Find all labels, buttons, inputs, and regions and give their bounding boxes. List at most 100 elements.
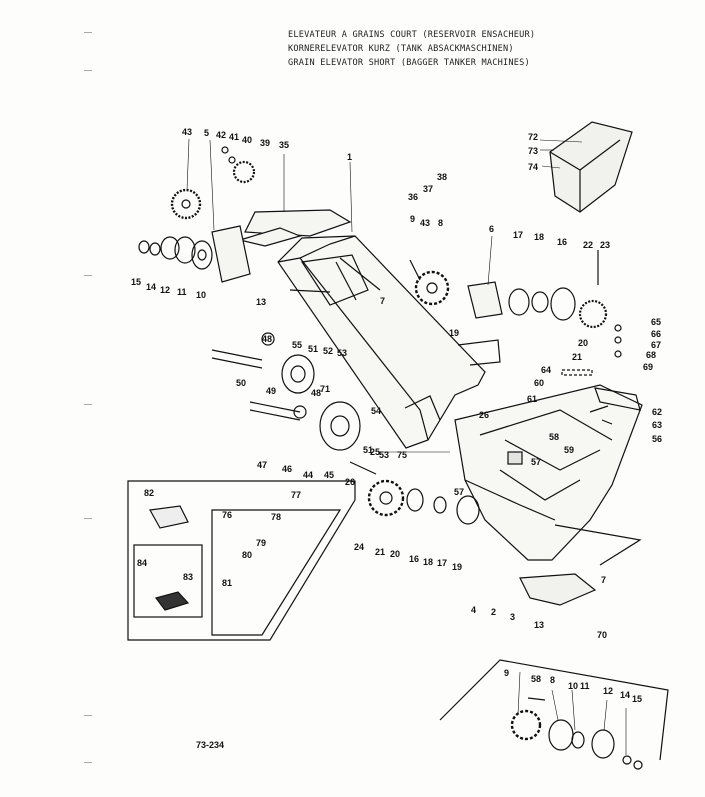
callout: 45: [324, 470, 334, 480]
callout: 66: [651, 329, 661, 339]
hood-cover: [549, 121, 633, 213]
callout: 43: [182, 127, 192, 137]
callout: 6: [489, 224, 494, 234]
drive-sprocket-upper: [409, 259, 450, 306]
margin-mark: [84, 275, 92, 276]
callout: 83: [183, 572, 193, 582]
title-english: GRAIN ELEVATOR SHORT (BAGGER TANKER MACH…: [288, 58, 530, 68]
callout: 63: [652, 420, 662, 430]
callout: 11: [580, 681, 590, 691]
callout: 39: [260, 138, 270, 148]
callout: 1: [347, 152, 352, 162]
callout: 68: [646, 350, 656, 360]
callout: 43: [420, 218, 430, 228]
callout: 13: [534, 620, 544, 630]
callout: 75: [397, 450, 407, 460]
sprocket-39: [221, 146, 256, 184]
callout: 82: [144, 488, 154, 498]
callout: 14: [620, 690, 630, 700]
callout: 65: [651, 317, 661, 327]
callout: 36: [408, 192, 418, 202]
margin-mark: [84, 32, 92, 33]
callout: 54: [371, 406, 381, 416]
callout: 50: [236, 378, 246, 388]
hub-assembly-left: [138, 236, 213, 270]
callout: 10: [196, 290, 206, 300]
inset-box-left: [127, 480, 356, 641]
callout: 23: [600, 240, 610, 250]
callout: 13: [256, 297, 266, 307]
callout: 20: [390, 549, 400, 559]
callout: 21: [375, 547, 385, 557]
callout: 58: [549, 432, 559, 442]
callout: 57: [454, 487, 464, 497]
callout: 16: [557, 237, 567, 247]
elevator-housing: [277, 235, 501, 449]
margin-mark: [84, 404, 92, 405]
callout: 56: [652, 434, 662, 444]
bottom-lid: [519, 524, 642, 606]
pulley-48: [319, 401, 361, 451]
callout: 62: [652, 407, 662, 417]
margin-mark: [84, 518, 92, 519]
callout: 15: [632, 694, 642, 704]
callout: 46: [282, 464, 292, 474]
callout: 19: [449, 328, 459, 338]
shafts-left: [211, 332, 307, 421]
callout: 47: [257, 460, 267, 470]
callout: 51: [363, 445, 373, 455]
callout: 84: [137, 558, 147, 568]
callout: 16: [409, 554, 419, 564]
callout: 26: [479, 410, 489, 420]
callout: 78: [271, 512, 281, 522]
callout: 25: [370, 447, 380, 457]
callout: 14: [146, 282, 156, 292]
inset-assembly-lower-right: [439, 659, 669, 770]
callout: 7: [601, 575, 606, 585]
callout: 35: [279, 140, 289, 150]
callout: 59: [564, 445, 574, 455]
callout: 74: [528, 162, 538, 172]
sprocket-43: [170, 188, 202, 220]
title-german: KORNERELEVATOR KURZ (TANK ABSACKMASCHINE…: [288, 44, 514, 54]
callout: 79: [256, 538, 266, 548]
callout: 9: [504, 668, 509, 678]
callout: 52: [323, 346, 333, 356]
callout: 10: [568, 681, 578, 691]
callout: 3: [510, 612, 515, 622]
callout: 71: [320, 384, 330, 394]
callout: 8: [550, 675, 555, 685]
leader-lines: [186, 138, 627, 755]
callout: 70: [597, 630, 607, 640]
callout: 2: [491, 607, 496, 617]
callout: 61: [527, 394, 537, 404]
callout: 19: [452, 562, 462, 572]
callout: 76: [222, 510, 232, 520]
top-bracket: [211, 209, 352, 283]
callout: 4: [471, 605, 476, 615]
callout: 53: [337, 348, 347, 358]
callout: 20: [578, 338, 588, 348]
margin-mark: [84, 70, 92, 71]
callout: 38: [437, 172, 447, 182]
callout: 42: [216, 130, 226, 140]
callout: 40: [242, 135, 252, 145]
title-french: ELEVATEUR A GRAINS COURT (RESERVOIR ENSA…: [288, 30, 536, 40]
callout: 17: [437, 558, 447, 568]
margin-mark: [84, 762, 92, 763]
callout: 80: [242, 550, 252, 560]
callout: 44: [303, 470, 313, 480]
callout: 18: [423, 557, 433, 567]
callout: 77: [291, 490, 301, 500]
callout: 8: [438, 218, 443, 228]
callout: 55: [292, 340, 302, 350]
chain-links-right: [561, 324, 622, 425]
callout: 9: [410, 214, 415, 224]
callout: 57: [531, 457, 541, 467]
callout: 22: [583, 240, 593, 250]
callout: 5: [204, 128, 209, 138]
callout: 11: [177, 287, 187, 297]
bearing-stack-right: [467, 250, 608, 329]
callout: 18: [534, 232, 544, 242]
